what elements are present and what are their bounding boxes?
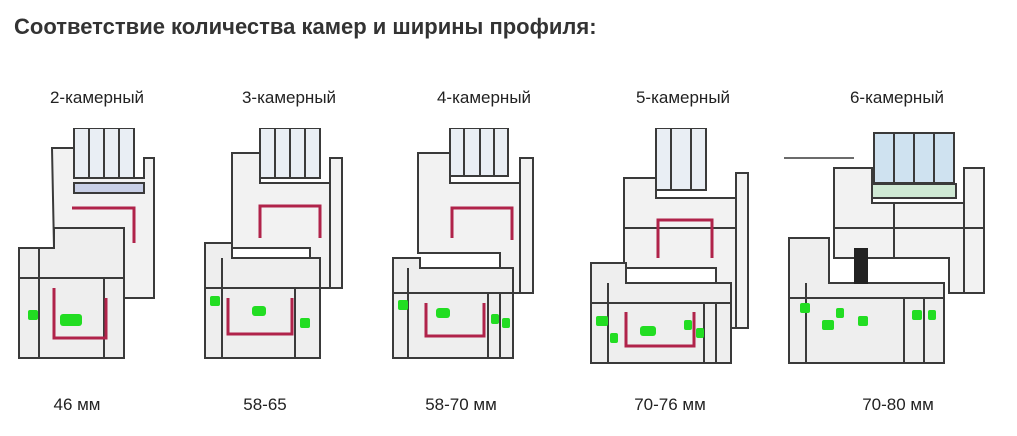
profile-width: 46 мм <box>53 395 101 414</box>
profile-label: 4-камерный <box>436 88 532 107</box>
profile-width: 58-70 мм <box>425 395 497 414</box>
profile-cross-section-5-chamber <box>590 128 749 364</box>
page-title: Соответствие количества камер и ширины п… <box>14 14 597 39</box>
profile-cross-section-6-chamber <box>784 132 985 364</box>
profile-width: 70-76 мм <box>634 395 706 414</box>
profile-label: 3-камерный <box>241 88 337 107</box>
profile-label: 5-камерный <box>635 88 731 107</box>
profile-cross-section-2-chamber <box>18 128 155 359</box>
profile-cross-section-4-chamber <box>392 128 534 359</box>
profile-width: 70-80 мм <box>862 395 934 414</box>
profile-label: 6-камерный <box>849 88 945 107</box>
profile-label: 2-камерный <box>49 88 145 107</box>
profile-cross-section-3-chamber <box>204 128 343 359</box>
profile-width: 58-65 <box>243 395 287 414</box>
